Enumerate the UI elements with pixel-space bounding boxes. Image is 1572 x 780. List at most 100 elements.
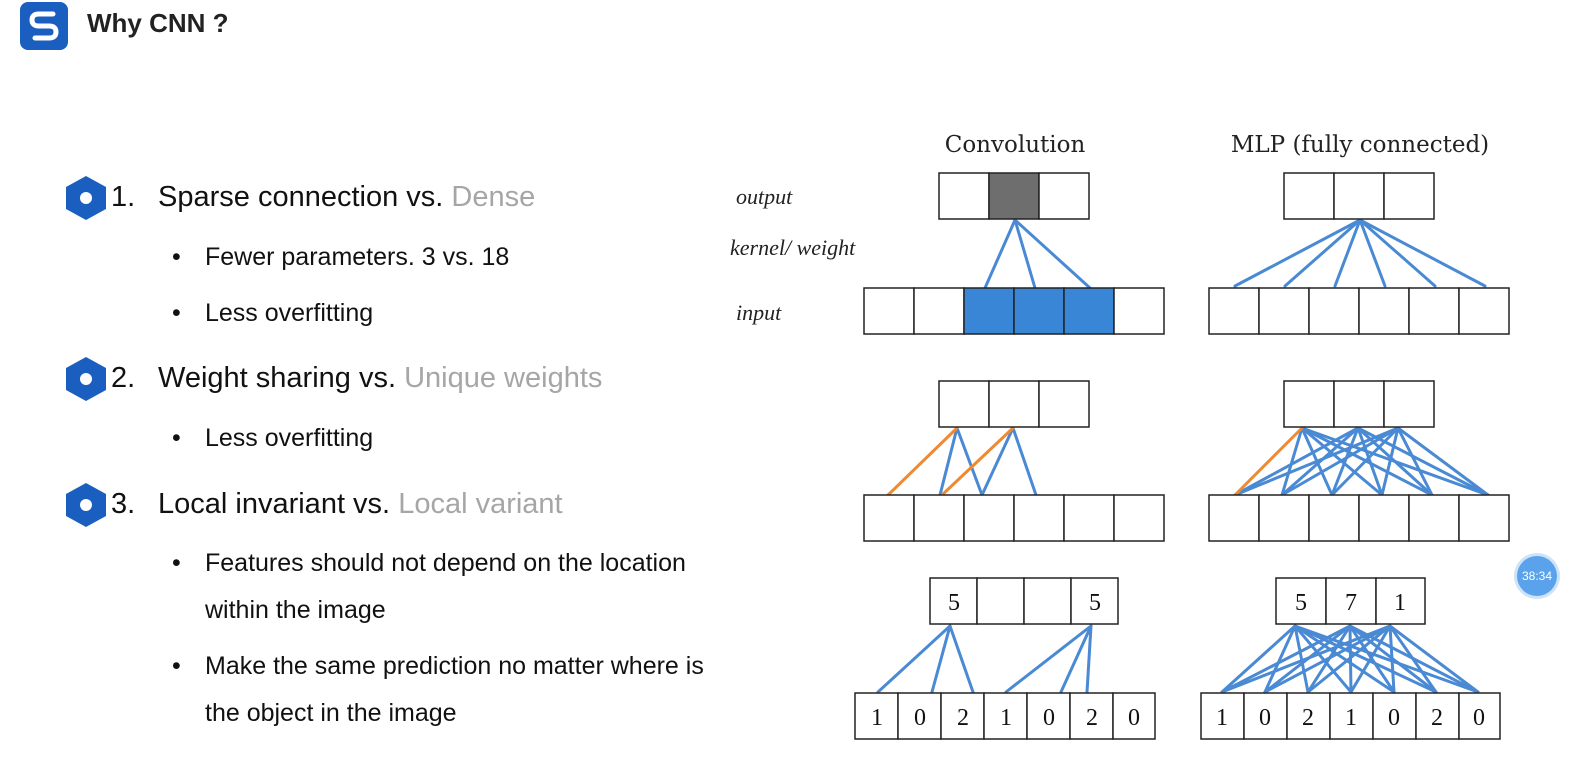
conv-sparse-output bbox=[938, 172, 1090, 220]
input-cell bbox=[1026, 692, 1071, 740]
bullet-text: Less overfitting bbox=[205, 424, 374, 452]
output-cell bbox=[1275, 577, 1327, 625]
output-cell bbox=[1383, 172, 1435, 220]
output-cell bbox=[1038, 380, 1090, 428]
bullet-item: • Fewer parameters. 3 vs. 18 bbox=[172, 234, 742, 281]
input-cell bbox=[1069, 692, 1114, 740]
input-cell bbox=[1408, 494, 1460, 542]
edge bbox=[1013, 218, 1037, 290]
point-heading-main: Sparse connection vs. bbox=[158, 181, 444, 213]
bullet-text: Fewer parameters. 3 vs. 18 bbox=[205, 243, 510, 271]
edge bbox=[980, 426, 1015, 497]
input-cell bbox=[963, 494, 1015, 542]
hexagon-bullet-icon bbox=[66, 357, 106, 401]
edge bbox=[1330, 426, 1400, 497]
col-title-convolution: Convolution bbox=[945, 132, 1086, 158]
point-heading-main: Local invariant vs. bbox=[158, 488, 391, 520]
input-cell-active bbox=[1013, 287, 1065, 335]
output-cell bbox=[938, 380, 990, 428]
cnn-vs-mlp-diagram: Convolution MLP (fully connected) output… bbox=[730, 132, 1510, 740]
edge bbox=[1263, 624, 1297, 694]
mlp-variant-input: 1 0 2 1 0 2 0 bbox=[1200, 692, 1501, 740]
shared-weight-edge bbox=[886, 426, 959, 497]
input-cell-active bbox=[1063, 287, 1115, 335]
output-cell bbox=[988, 380, 1040, 428]
edge bbox=[1011, 426, 1038, 497]
point-heading: Sparse connection vs. Dense bbox=[158, 181, 535, 214]
input-cell bbox=[863, 287, 915, 335]
page-title: Why CNN ? bbox=[87, 8, 229, 38]
output-value: 7 bbox=[1345, 590, 1357, 616]
edge bbox=[1306, 624, 1392, 694]
edge bbox=[948, 624, 975, 694]
point-number: 3. bbox=[111, 488, 136, 520]
output-cell bbox=[1333, 172, 1385, 220]
output-cell bbox=[1375, 577, 1426, 625]
edge bbox=[1293, 624, 1396, 694]
bullet-dot: • bbox=[172, 424, 181, 452]
edge bbox=[1380, 426, 1400, 497]
input-value: 1 bbox=[1000, 705, 1012, 731]
unique-weight-edge bbox=[1233, 426, 1304, 497]
conv-sparse-edges bbox=[983, 218, 1092, 290]
input-cell bbox=[1200, 692, 1245, 740]
conv-invariant-input: 1 0 2 1 0 2 0 bbox=[854, 692, 1156, 740]
input-value: 1 bbox=[1345, 705, 1357, 731]
input-cell bbox=[1286, 692, 1331, 740]
output-cell bbox=[1038, 172, 1090, 220]
edge bbox=[1233, 426, 1400, 497]
input-cell bbox=[1258, 494, 1310, 542]
input-cell bbox=[1408, 287, 1460, 335]
edge bbox=[1388, 624, 1438, 694]
bullet-dot: • bbox=[172, 243, 181, 271]
edge bbox=[1356, 426, 1384, 497]
edge bbox=[1396, 426, 1490, 497]
edge bbox=[876, 624, 952, 694]
point-number: 2. bbox=[111, 362, 136, 394]
edge bbox=[1220, 624, 1392, 694]
conv-shared-input bbox=[863, 494, 1165, 542]
edge bbox=[1233, 218, 1362, 288]
input-cell bbox=[913, 287, 965, 335]
edge bbox=[1280, 426, 1400, 497]
edge bbox=[930, 624, 952, 694]
mlp-dense-edges bbox=[1233, 218, 1487, 288]
edge bbox=[1220, 624, 1352, 694]
input-cell bbox=[1458, 494, 1510, 542]
output-cell bbox=[1283, 172, 1335, 220]
mlp-variant-output: 5 7 1 bbox=[1275, 577, 1426, 625]
edge bbox=[1220, 624, 1297, 694]
bullet-text: Less overfitting bbox=[205, 299, 374, 327]
hexagon-bullet-icon bbox=[66, 483, 106, 527]
edge bbox=[1263, 624, 1392, 694]
edge bbox=[1330, 426, 1360, 497]
input-cell bbox=[1458, 287, 1510, 335]
col-title-mlp: MLP (fully connected) bbox=[1231, 132, 1489, 158]
input-cell bbox=[1112, 692, 1156, 740]
edge bbox=[938, 426, 959, 497]
bullet-item: • Features should not depend on the loca… bbox=[172, 540, 742, 634]
conv-invariant-output: 5 5 bbox=[929, 577, 1119, 625]
s-logo-icon bbox=[20, 2, 68, 50]
input-value: 2 bbox=[957, 705, 969, 731]
output-cell bbox=[1325, 577, 1377, 625]
edge bbox=[1059, 624, 1093, 694]
edge bbox=[1349, 624, 1392, 694]
output-value: 1 bbox=[1394, 590, 1406, 616]
input-cell bbox=[1308, 287, 1360, 335]
input-value: 0 bbox=[914, 705, 926, 731]
edge bbox=[1333, 218, 1362, 288]
edge bbox=[955, 426, 984, 497]
bullet-dot: • bbox=[172, 652, 181, 680]
input-value: 1 bbox=[1216, 705, 1228, 731]
timer-badge[interactable]: 38:34 bbox=[1517, 556, 1557, 596]
input-value: 2 bbox=[1302, 705, 1314, 731]
input-cell bbox=[1113, 494, 1165, 542]
input-cell bbox=[863, 494, 915, 542]
edge bbox=[1396, 426, 1434, 497]
input-cell bbox=[1358, 287, 1410, 335]
input-value: 0 bbox=[1473, 705, 1485, 731]
input-value: 0 bbox=[1259, 705, 1271, 731]
edge bbox=[1293, 624, 1310, 694]
input-cell bbox=[1258, 287, 1310, 335]
